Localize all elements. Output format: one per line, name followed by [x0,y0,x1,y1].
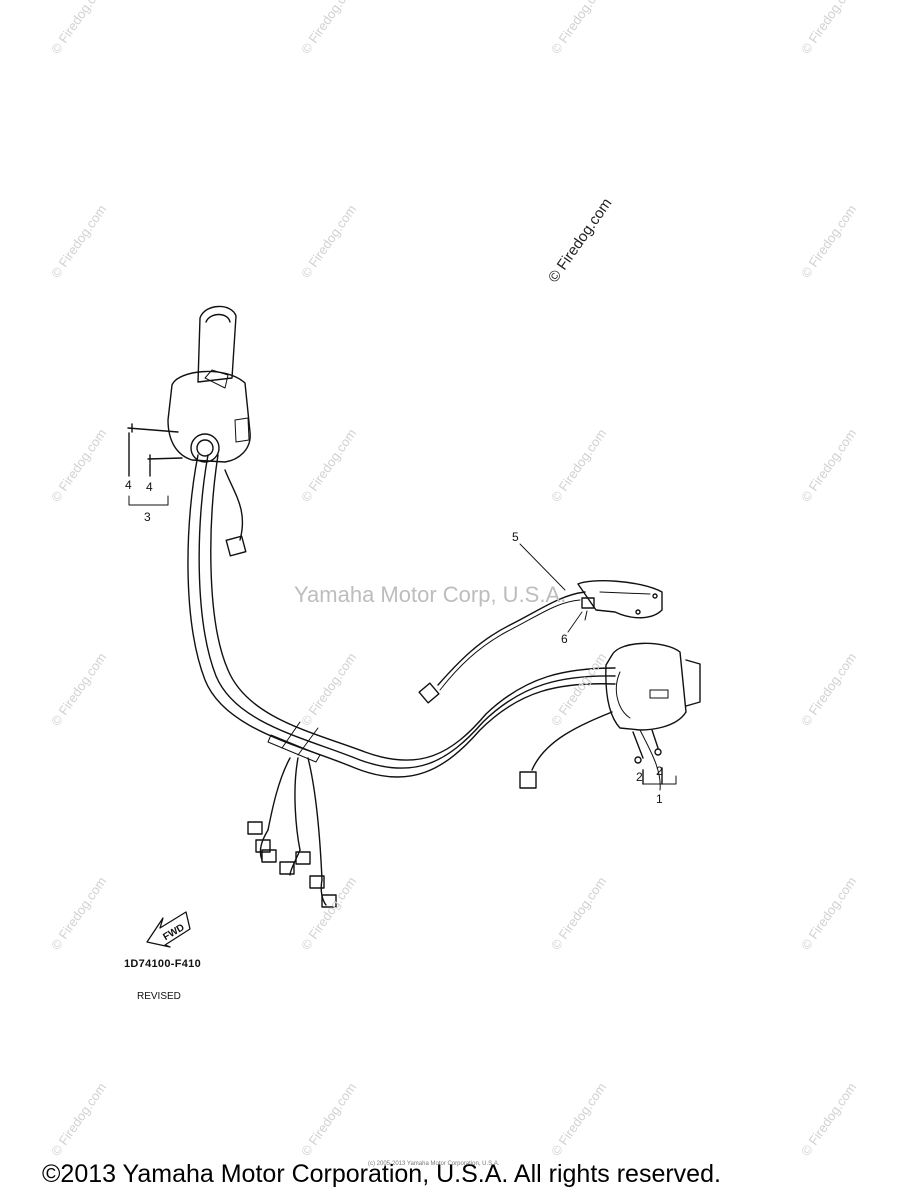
left-handlebar-switch [167,305,251,463]
revised-label: REVISED [137,991,181,1002]
callout-leaders [519,543,583,633]
right-sub-lead [519,711,613,789]
diagram-part-code: 1D74100-F410 [124,958,201,970]
callout-number: 4 [146,480,153,494]
switch-lead-assembly [418,580,663,704]
left-sub-lead [224,469,247,557]
harness-branch-connectors [247,757,337,908]
fwd-arrow [146,911,191,948]
left-switch-screws [127,423,183,506]
right-handlebar-switch [605,642,701,791]
callout-number: 6 [561,632,568,646]
watermark-center: Yamaha Motor Corp, U.S.A. [294,582,567,607]
callout-number: 1 [656,792,663,806]
callout-number: 3 [144,510,151,524]
tiny-copyright: (c) 2005-2013 Yamaha Motor Corporation, … [368,1161,500,1167]
right-switch-screws [632,729,677,785]
main-wire-harness [187,454,616,778]
callout-number: 2 [656,764,663,778]
callout-number: 5 [512,530,519,544]
callout-number: 2 [636,770,643,784]
callout-number: 4 [125,478,132,492]
copyright-footer: ©2013 Yamaha Motor Corporation, U.S.A. A… [42,1160,721,1188]
